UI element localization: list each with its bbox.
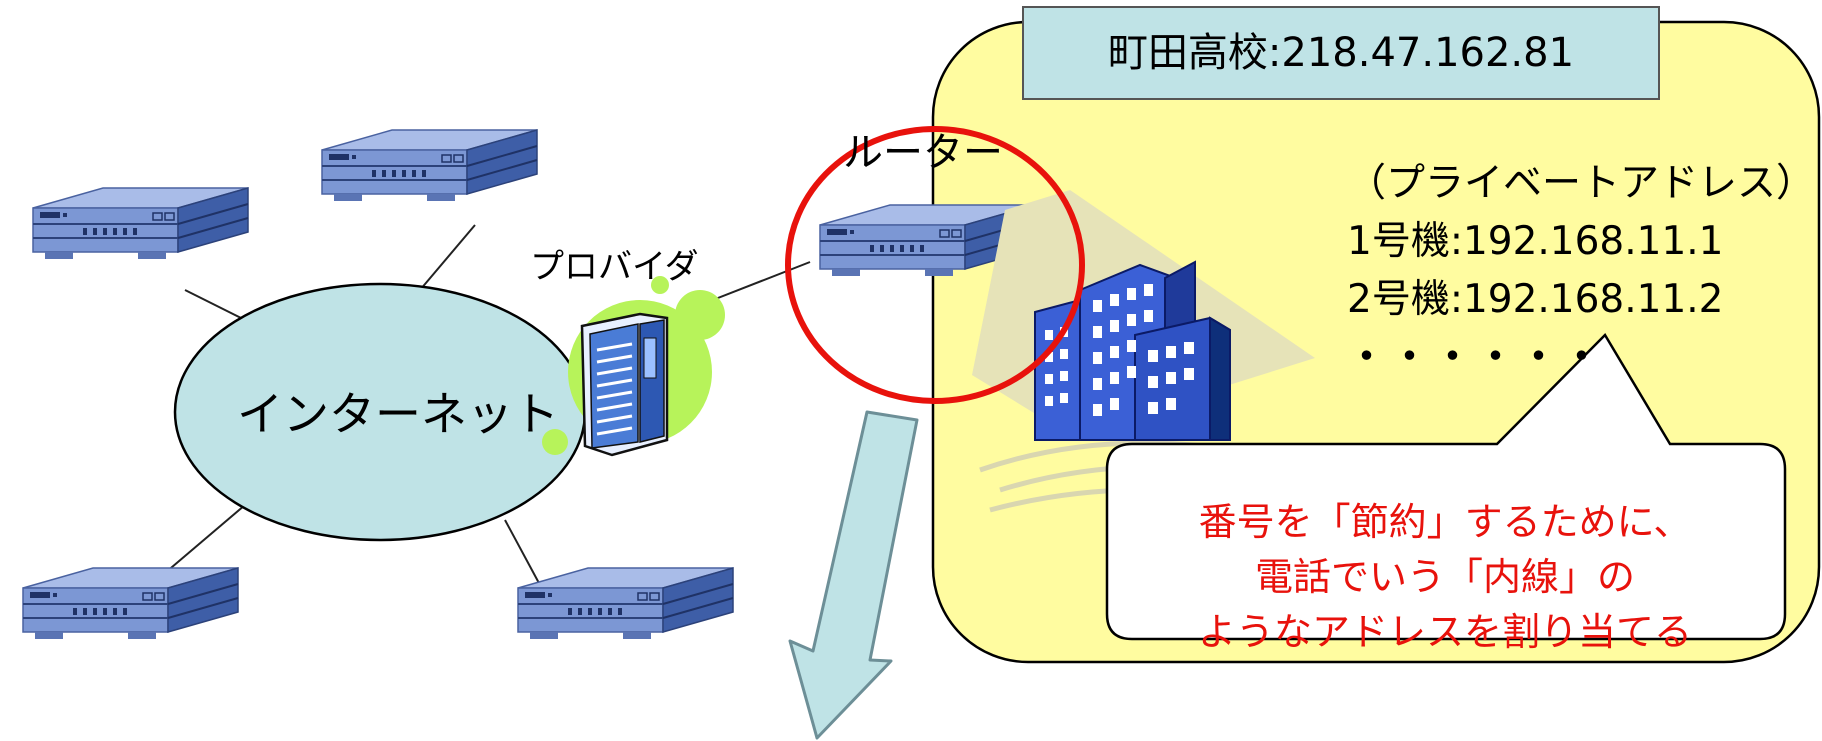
private-address-continuation: ・・・・・・: [1347, 335, 1606, 380]
callout-line: ようなアドレスを割り当てる: [1197, 610, 1692, 654]
connection-lines: [164, 224, 811, 586]
callout-bubble: [1105, 332, 1787, 641]
callout-line: 電話でいう「内線」の: [1254, 555, 1635, 599]
callout-line: 番号を「節約」するために、: [1198, 500, 1692, 544]
down-arrow-icon: [788, 410, 919, 740]
provider-label: プロバイダ: [530, 247, 699, 287]
router-highlight-circle: [785, 126, 1085, 404]
private-address-heading: （プライベートアドレス）: [1347, 161, 1816, 206]
callout-text: 番号を「節約」するために、 電話でいう「内線」の ようなアドレスを割り当てる: [1105, 495, 1785, 660]
private-address-line: 2号機:192.168.11.2: [1347, 277, 1724, 322]
router-label: ルーター: [843, 130, 1003, 176]
network-device-icon: [517, 567, 734, 640]
private-address-line: 1号機:192.168.11.1: [1347, 219, 1724, 264]
school-address-label: 町田高校:218.47.162.81: [1022, 6, 1660, 100]
private-address-list: （プライベートアドレス） 1号機:192.168.11.1 2号機:192.16…: [1347, 155, 1815, 387]
network-device-icon: [22, 567, 239, 640]
network-device-icon: [321, 129, 538, 202]
internet-label: インターネット: [237, 387, 559, 441]
network-device-icon: [32, 187, 249, 260]
server-icon: [542, 276, 725, 457]
